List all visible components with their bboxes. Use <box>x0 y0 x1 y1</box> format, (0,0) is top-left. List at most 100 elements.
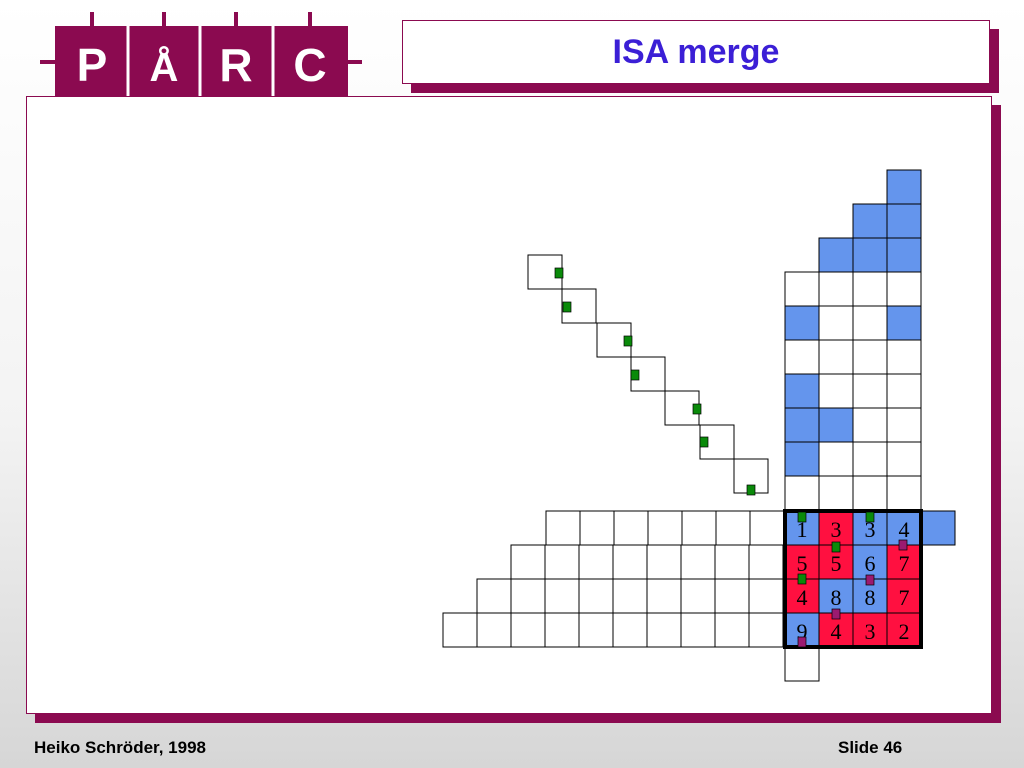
row-cell <box>612 612 648 648</box>
row-cell <box>680 612 716 648</box>
green-marker <box>797 573 807 585</box>
logo-letter-p: P <box>77 39 108 91</box>
column-cell <box>886 169 922 205</box>
footer-author: Heiko Schröder, 1998 <box>34 738 206 757</box>
column-cell <box>852 271 888 307</box>
green-marker <box>630 369 640 381</box>
column-cell <box>886 271 922 307</box>
row-cell <box>613 510 649 546</box>
column-cell <box>852 441 888 477</box>
column-cell <box>784 373 820 409</box>
green-marker <box>623 335 633 347</box>
purple-marker <box>831 608 841 620</box>
parc-logo: P Å R C <box>40 12 362 112</box>
green-marker <box>797 511 807 523</box>
column-cell <box>818 441 854 477</box>
row-cell <box>646 544 682 580</box>
column-cell <box>886 475 922 511</box>
green-marker <box>831 541 841 553</box>
merge-cell <box>886 544 922 580</box>
row-cell <box>510 578 546 614</box>
column-cell <box>818 407 854 443</box>
merge-cell-value: 3 <box>865 517 876 542</box>
merge-cell <box>852 612 888 648</box>
merge-cell-value: 5 <box>797 551 808 576</box>
row-cell <box>578 544 614 580</box>
row-cell <box>646 578 682 614</box>
row-cell <box>748 544 784 580</box>
column-cell <box>818 475 854 511</box>
row-cell <box>748 612 784 648</box>
merge-cell-value: 7 <box>899 551 910 576</box>
overflow-cell-bottom <box>784 646 820 682</box>
row-cell <box>714 544 750 580</box>
row-cell <box>510 612 546 648</box>
row-cell <box>612 578 648 614</box>
green-marker <box>699 436 709 448</box>
merge-cell-value: 1 <box>797 517 808 542</box>
row-cell <box>545 510 581 546</box>
green-marker <box>865 511 875 523</box>
row-cell <box>544 544 580 580</box>
merge-cell-value: 7 <box>899 585 910 610</box>
merge-cell-value: 4 <box>899 517 910 542</box>
row-cell <box>476 612 512 648</box>
column-cell <box>784 407 820 443</box>
column-cell <box>784 271 820 307</box>
row-cell <box>647 510 683 546</box>
row-cell <box>544 578 580 614</box>
row-cell <box>748 578 784 614</box>
green-marker <box>554 267 564 279</box>
merge-cell-value: 9 <box>797 619 808 644</box>
column-cell <box>852 373 888 409</box>
column-cell <box>818 305 854 341</box>
purple-marker <box>865 574 875 586</box>
column-cell <box>784 305 820 341</box>
column-cell <box>784 441 820 477</box>
column-cell <box>818 237 854 273</box>
row-cell <box>714 612 750 648</box>
slide-title: ISA merge <box>612 32 780 71</box>
merge-cell-value: 4 <box>831 619 842 644</box>
row-cell <box>544 612 580 648</box>
column-cell <box>886 305 922 341</box>
column-cell <box>818 271 854 307</box>
green-marker <box>746 484 756 496</box>
green-marker <box>692 403 702 415</box>
column-cell <box>886 339 922 375</box>
row-cell <box>680 544 716 580</box>
row-cell <box>681 510 717 546</box>
column-cell <box>886 373 922 409</box>
logo-letter-c: C <box>293 39 326 91</box>
row-cell <box>646 612 682 648</box>
merge-cell-value: 3 <box>831 517 842 542</box>
column-cell <box>852 407 888 443</box>
overflow-cell-right <box>920 510 956 546</box>
column-cell <box>886 203 922 239</box>
row-cell <box>715 510 751 546</box>
merge-cell <box>886 510 922 546</box>
merge-cell-value: 4 <box>797 585 808 610</box>
row-cell <box>510 544 546 580</box>
merge-cell <box>818 578 854 614</box>
row-cell <box>579 510 615 546</box>
column-cell <box>886 407 922 443</box>
logo-letter-a-ring: Å <box>150 45 179 90</box>
column-cell <box>852 475 888 511</box>
row-cell <box>749 510 785 546</box>
row-cell <box>442 612 478 648</box>
column-cell <box>784 339 820 375</box>
merge-cell-value: 6 <box>865 551 876 576</box>
merge-cell-value: 8 <box>831 585 842 610</box>
column-cell <box>818 339 854 375</box>
row-cell <box>476 578 512 614</box>
row-cell <box>578 578 614 614</box>
merge-cell-value: 5 <box>831 551 842 576</box>
logo-letter-r: R <box>219 39 252 91</box>
column-cell <box>852 237 888 273</box>
merge-cell-value: 2 <box>899 619 910 644</box>
column-cell <box>818 373 854 409</box>
merge-cell-value: 8 <box>865 585 876 610</box>
row-cell <box>612 544 648 580</box>
